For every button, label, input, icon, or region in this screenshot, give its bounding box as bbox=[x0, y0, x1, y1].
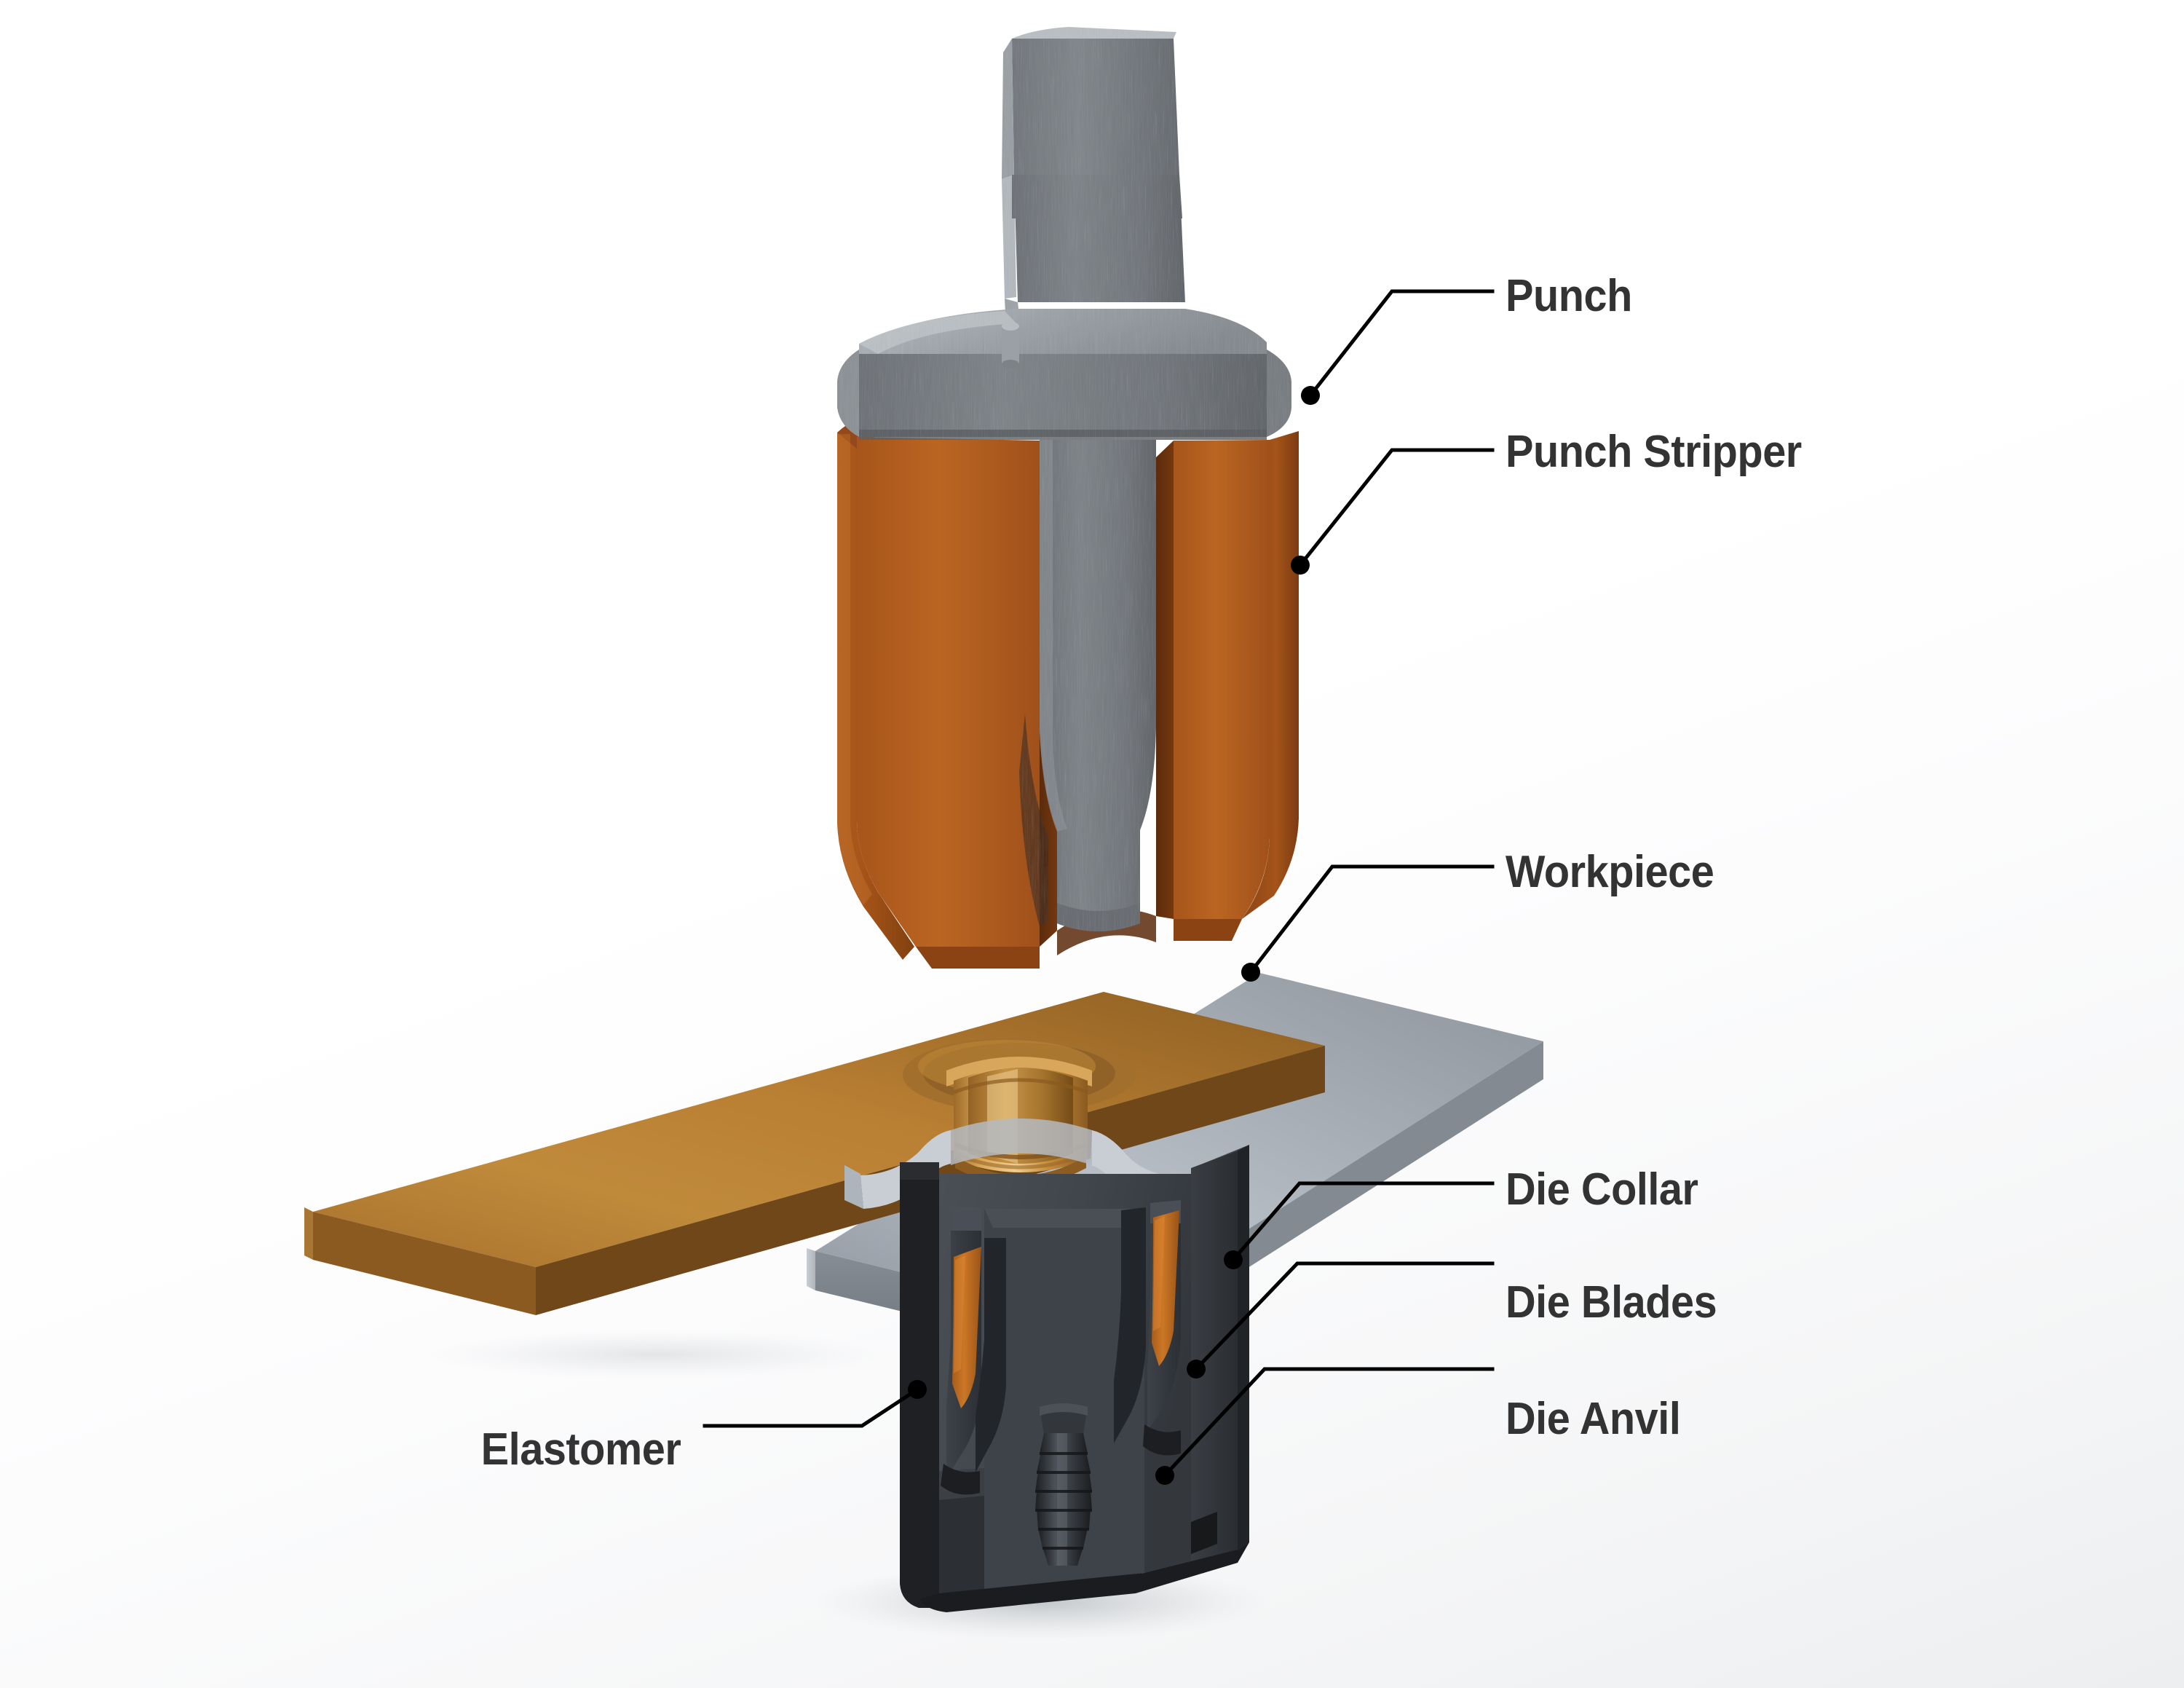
punch-flange bbox=[837, 309, 1291, 440]
leader-dot-die-collar bbox=[1224, 1250, 1243, 1269]
label-workpiece: Workpiece bbox=[1506, 847, 1714, 897]
punch bbox=[1002, 27, 1185, 328]
leader-line-die-collar bbox=[1230, 1181, 1495, 1263]
elastomer bbox=[952, 1210, 1179, 1408]
label-punch-stripper: Punch Stripper bbox=[1506, 427, 1802, 477]
leader-dot-elastomer bbox=[908, 1380, 927, 1399]
label-die-blades: Die Blades bbox=[1506, 1277, 1717, 1328]
punch-body bbox=[1019, 440, 1156, 931]
leader-line-die-anvil bbox=[1162, 1367, 1495, 1478]
label-die-collar: Die Collar bbox=[1506, 1164, 1698, 1215]
leader-line-punch-stripper bbox=[1297, 448, 1495, 568]
label-punch: Punch bbox=[1506, 271, 1632, 321]
label-die-anvil: Die Anvil bbox=[1506, 1394, 1681, 1444]
leader-dot-die-anvil bbox=[1155, 1466, 1174, 1485]
leader-dots bbox=[908, 386, 1320, 1485]
leader-dot-punch bbox=[1301, 386, 1320, 405]
punch-assembly bbox=[837, 27, 1299, 969]
leader-line-elastomer bbox=[703, 1387, 920, 1428]
leader-line-die-blades bbox=[1193, 1261, 1495, 1372]
leader-dot-workpiece bbox=[1241, 963, 1260, 982]
leader-line-workpiece bbox=[1248, 864, 1495, 975]
leader-lines bbox=[703, 289, 1495, 1478]
die-assembly bbox=[900, 1145, 1249, 1612]
punch-boss bbox=[1002, 322, 1019, 368]
punch-stripper bbox=[837, 405, 1299, 969]
leader-dot-punch-stripper bbox=[1291, 556, 1310, 575]
leader-line-punch bbox=[1307, 289, 1495, 398]
label-elastomer: Elastomer bbox=[480, 1424, 681, 1475]
leader-dot-die-blades bbox=[1187, 1360, 1206, 1379]
die-set-screw bbox=[1035, 1403, 1092, 1566]
